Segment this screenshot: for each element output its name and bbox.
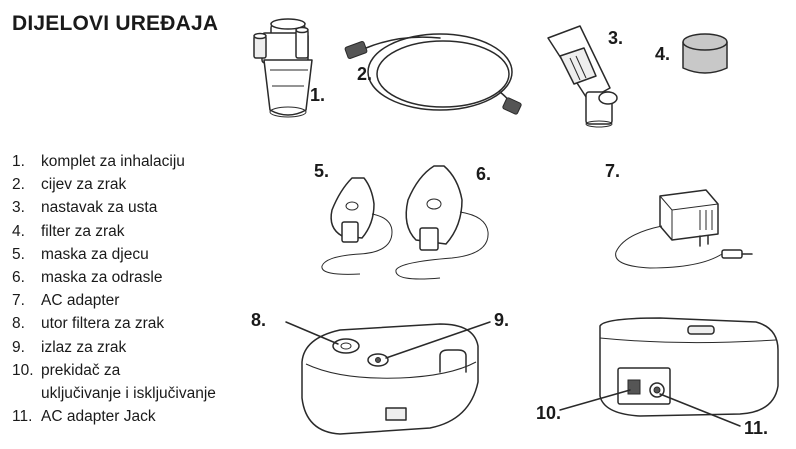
callout-7: 7. [605, 161, 620, 181]
item-number: 9. [12, 338, 25, 356]
item-number: 2. [12, 176, 25, 194]
coiled-tube-drawing [344, 33, 522, 115]
parts-list: 1.komplet za inhalaciju 2.cijev za zrak … [12, 150, 216, 428]
item-number: 6. [12, 269, 25, 287]
list-item: 6. maska za odrasle [12, 266, 216, 289]
item-number: 7. [12, 292, 25, 310]
callout-leader-8 [285, 321, 339, 345]
list-item: 8. utor filtera za zrak [12, 312, 216, 335]
child-mask-drawing [321, 177, 393, 275]
list-item: 10. prekidač za uključivanje i isključivan… [12, 359, 216, 405]
compressor-front-drawing [301, 323, 479, 435]
ac-adapter-drawing [615, 189, 753, 269]
callout-10: 10. [536, 403, 561, 423]
callout-5: 5. [314, 161, 329, 181]
mouthpiece-drawing [547, 25, 618, 128]
list-item: 3. nastavak za usta [12, 196, 216, 219]
list-item: 4. filter za zrak [12, 220, 216, 243]
callout-leader-11 [659, 393, 741, 427]
callout-8: 8. [251, 310, 266, 330]
nebulizer-kit-drawing [253, 18, 313, 118]
callout-9: 9. [494, 310, 509, 330]
item-label-continuation: uključivanje i isključivanje [41, 385, 216, 403]
callout-1: 1. [310, 85, 325, 105]
item-label: maska za odrasle [41, 269, 163, 287]
callout-leader-9 [385, 321, 491, 359]
item-number: 1. [12, 153, 25, 170]
callout-6: 6. [476, 164, 491, 184]
item-label: AC adapter [41, 292, 120, 310]
item-label: utor filtera za zrak [41, 315, 165, 333]
item-label: AC adapter Jack [41, 408, 156, 426]
callout-11: 11. [744, 418, 768, 438]
callout-3: 3. [608, 28, 623, 48]
item-label: cijev za zrak [41, 176, 127, 194]
list-item: 2. cijev za zrak [12, 173, 216, 196]
item-number: 10. [12, 361, 34, 379]
item-label: filter za zrak [41, 222, 125, 240]
callout-leader-10 [559, 389, 631, 411]
adult-mask-drawing [395, 165, 489, 280]
callout-4: 4. [655, 44, 670, 64]
filter-drawing [682, 33, 728, 74]
item-number: 8. [12, 315, 25, 333]
item-number: 3. [12, 199, 25, 217]
item-number: 5. [12, 245, 25, 263]
list-item: 5. maska za djecu [12, 243, 216, 266]
item-number: 4. [12, 222, 25, 240]
list-item: 9. izlaz za zrak [12, 336, 216, 359]
item-label: nastavak za usta [41, 199, 158, 217]
compressor-back-drawing [599, 317, 779, 417]
item-label: prekidač za [41, 361, 121, 379]
item-label: izlaz za zrak [41, 338, 127, 356]
item-label: komplet za inhalaciju [41, 153, 185, 170]
item-number: 11. [12, 408, 33, 426]
list-item: 1. komplet za inhalaciju [12, 150, 216, 173]
list-item: 7. AC adapter [12, 289, 216, 312]
callout-2: 2. [357, 64, 372, 84]
page-title: DIJELOVI UREĐAJA [12, 12, 219, 35]
item-label: maska za djecu [41, 245, 149, 263]
list-item: 11. AC adapter Jack [12, 405, 216, 428]
